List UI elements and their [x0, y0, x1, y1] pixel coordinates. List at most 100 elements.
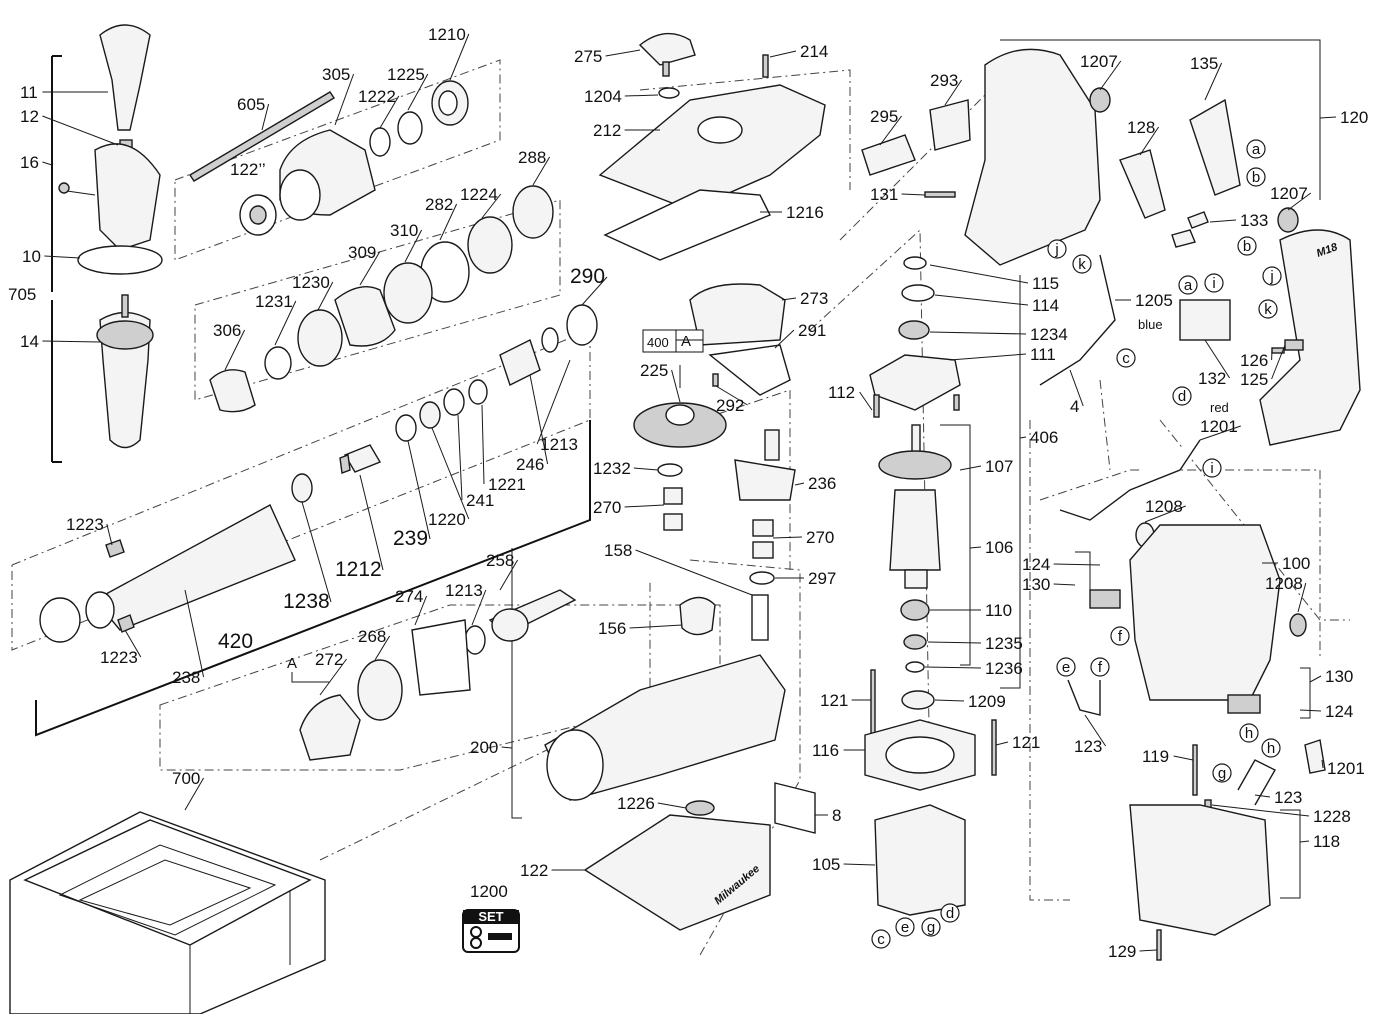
part-number-p288: 288 [518, 148, 546, 167]
part-number-p268: 268 [358, 627, 386, 646]
part-number-p1225: 1225 [387, 65, 425, 84]
gear-272 [300, 695, 360, 760]
screw-112 [874, 395, 879, 417]
screw-214 [763, 55, 768, 77]
washer-297 [750, 572, 774, 584]
spindle-ring [40, 598, 80, 642]
leader-p241 [458, 415, 462, 500]
connector-marker-f2: f [1111, 627, 1129, 645]
bearing-1234 [899, 321, 929, 339]
part-number-p1208a: 1208 [1145, 497, 1183, 516]
part-number-p130a: 130 [1022, 575, 1050, 594]
clip-1201b [1305, 740, 1325, 773]
bushing-306 [210, 370, 255, 412]
part-number-p1208b: 1208 [1265, 574, 1303, 593]
part-number-p306: 306 [213, 321, 241, 340]
ring-1209 [902, 691, 934, 709]
part-number-p158: 158 [604, 541, 632, 560]
connector-marker-e1: e [1057, 658, 1075, 676]
ring-246 [542, 328, 558, 352]
bushing-1238 [292, 474, 312, 502]
leader-p1220 [432, 428, 469, 519]
grommet-1207a [1090, 88, 1110, 112]
part-number-p107: 107 [985, 457, 1013, 476]
switch-135 [1190, 100, 1240, 195]
gear-housing [545, 655, 815, 930]
ring-241 [444, 389, 464, 415]
leader-p115 [930, 265, 1028, 283]
side-handle-assembly [59, 25, 162, 448]
leader-p114 [935, 295, 1028, 305]
part-number-p309: 309 [348, 243, 376, 262]
part-number-p14: 14 [20, 332, 39, 351]
connector-letter-d2: d [946, 905, 954, 922]
part-number-p124a: 124 [1022, 555, 1050, 574]
leader-p1232 [634, 468, 658, 470]
leader-p124a [1054, 564, 1100, 565]
part-number-p121a: 121 [820, 691, 848, 710]
connector-letter-i2: i [1210, 460, 1213, 477]
leader-p239 [408, 441, 430, 539]
leader-p225 [672, 370, 680, 402]
housing-100 [1130, 525, 1280, 700]
screw-119 [1193, 745, 1197, 795]
connector-marker-e2: e [896, 918, 914, 936]
screw-112b [954, 395, 959, 410]
connector-marker-f1: f [1091, 658, 1109, 676]
part-number-p116: 116 [812, 741, 839, 760]
ring-1231 [265, 347, 291, 379]
spindle-238 [95, 505, 295, 630]
part-number-p241: 241 [466, 491, 494, 510]
connector-letter-a2: a [1184, 277, 1193, 294]
part-number-p1236: 1236 [985, 659, 1023, 678]
part-number-p272: 272 [315, 650, 343, 669]
washer-1227-bore [250, 206, 266, 224]
leader-p111 [950, 354, 1026, 360]
seal-1210-bore [439, 91, 457, 115]
part-number-p126: 126 [1240, 351, 1268, 370]
reference-box-number: 400 [647, 335, 669, 350]
fan-guide-116-bore [886, 737, 954, 773]
bushing-156 [680, 598, 715, 635]
connector-letter-h1: h [1245, 725, 1253, 742]
ring-1225 [398, 112, 422, 144]
key-1223-upper [106, 540, 124, 557]
wire-123a [1068, 680, 1100, 715]
spindle-front [86, 592, 114, 628]
grommet-1207b [1278, 208, 1298, 232]
wire-label-red: red [1210, 400, 1229, 415]
part-number-p132: 132 [1198, 369, 1226, 388]
washer-1230 [298, 310, 342, 366]
connector-letter-d1: d [1178, 388, 1186, 405]
part-number-p124b: 124 [1325, 702, 1353, 721]
leader-p214 [770, 51, 796, 57]
gear-236-shaft [765, 430, 779, 460]
connector-letter-g2: g [927, 919, 935, 936]
piston-258 [492, 609, 528, 641]
part-number-p214: 214 [800, 42, 828, 61]
leader-p1238 [302, 502, 331, 602]
part-number-p120: 120 [1340, 108, 1368, 127]
connector-marker-i1: i [1205, 274, 1223, 292]
part-number-p705: 705 [8, 285, 36, 304]
part-number-p1235: 1235 [985, 634, 1023, 653]
leader-p105 [844, 864, 875, 865]
set-badge-label: SET [478, 909, 503, 924]
part-number-p131: 131 [870, 185, 898, 204]
part-number-p1210: 1210 [428, 25, 466, 44]
ring-1222 [370, 128, 390, 156]
connector-marker-g1: g [1213, 764, 1231, 782]
part-293 [930, 100, 970, 150]
set-badge: SET [463, 909, 519, 952]
connector-letter-c1: c [1122, 350, 1130, 367]
leader-p200 [502, 747, 512, 748]
center-top-parts [600, 34, 825, 640]
depth-gauge-clamp [100, 25, 150, 130]
commutator-107 [905, 570, 927, 588]
ring-1213b [465, 626, 485, 654]
fan-107 [879, 451, 951, 479]
grip-stud [122, 295, 128, 317]
oring-290 [567, 305, 597, 345]
plate-274 [412, 620, 470, 695]
